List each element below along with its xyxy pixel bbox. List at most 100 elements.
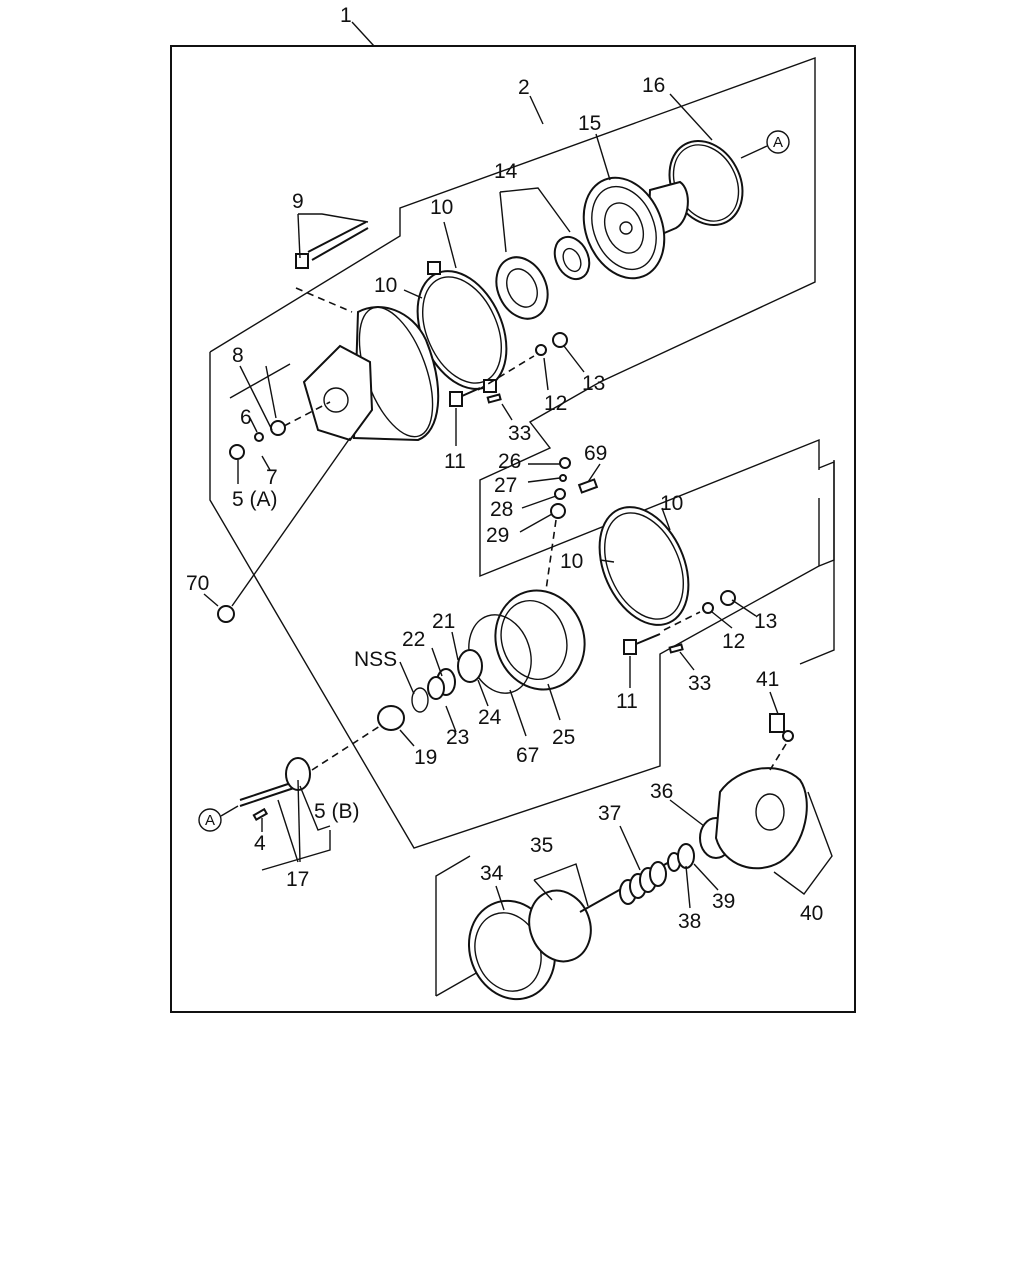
valve-28 xyxy=(554,488,566,500)
clamp-ring-10-lower xyxy=(598,506,690,626)
bushing-14 xyxy=(553,235,591,281)
flange-40 xyxy=(714,767,808,870)
callout-a-bottom-leader xyxy=(220,805,239,817)
cover-bracket-bottom xyxy=(435,971,479,997)
label-12-b: 12 xyxy=(722,630,745,653)
seal-39 xyxy=(677,843,695,869)
subassembly-right-step xyxy=(799,460,835,665)
label-38: 38 xyxy=(678,910,701,933)
adapter-6 xyxy=(270,420,286,436)
housing-15-hub xyxy=(619,221,633,235)
pin-4 xyxy=(252,807,269,821)
seal-14-inner xyxy=(506,268,538,308)
label-70: 70 xyxy=(186,572,209,595)
label-5b: 5 (B) xyxy=(314,800,360,823)
washer-12-lower xyxy=(702,602,714,614)
label-34: 34 xyxy=(480,862,504,885)
washer-27 xyxy=(559,474,567,482)
label-35: 35 xyxy=(530,834,553,857)
label-1: 1 xyxy=(340,4,352,27)
label-11-b: 11 xyxy=(616,690,638,713)
label-23: 23 xyxy=(446,726,469,749)
label-41: 41 xyxy=(756,668,779,691)
label-nss: NSS xyxy=(354,648,397,671)
label-10-d: 10 xyxy=(560,550,583,573)
mount-plate xyxy=(302,344,374,442)
sleeve-24 xyxy=(457,649,483,683)
subassembly-2-outline xyxy=(209,57,820,578)
dash-bolt-lower xyxy=(663,611,701,631)
cover-bracket xyxy=(435,855,471,996)
label-67: 67 xyxy=(516,744,539,767)
label-24: 24 xyxy=(478,706,502,729)
housing-15-rib-2 xyxy=(603,202,645,254)
label-8: 8 xyxy=(232,344,244,367)
label-5a: 5 (A) xyxy=(232,488,278,511)
mount-plate-hub xyxy=(323,387,349,413)
seal-22 xyxy=(427,676,445,700)
label-6: 6 xyxy=(240,406,252,429)
label-33-a: 33 xyxy=(508,422,531,445)
label-15: 15 xyxy=(578,112,601,135)
bolt-11-lower xyxy=(623,633,661,655)
dash-rod xyxy=(311,725,381,771)
housing-25-inner xyxy=(500,599,568,681)
label-13-a: 13 xyxy=(582,372,605,395)
label-17: 17 xyxy=(286,868,309,891)
clamp-ring-10-lower-inner xyxy=(604,512,684,620)
washer-12-upper xyxy=(535,344,547,356)
label-2: 2 xyxy=(518,76,530,99)
callout-a-bottom xyxy=(198,808,222,832)
bushing-14-bore xyxy=(562,247,582,273)
o-ring-7 xyxy=(254,432,264,442)
callout-a-top xyxy=(766,130,790,154)
subassembly-lower-right xyxy=(818,460,835,567)
label-29: 29 xyxy=(486,524,509,547)
pin-33-upper xyxy=(486,393,502,404)
callout-a-bottom-letter: A xyxy=(205,812,215,829)
callout-a-top-leader xyxy=(740,145,768,159)
dash-elbow-9 xyxy=(295,287,353,313)
label-22: 22 xyxy=(402,628,425,651)
elbow-fitting-9 xyxy=(295,221,369,269)
label-12-a: 12 xyxy=(544,392,567,415)
nut-26 xyxy=(559,457,571,469)
label-21: 21 xyxy=(432,610,455,633)
dash-adapter xyxy=(283,401,331,427)
flange-40-bore xyxy=(755,793,785,831)
nut-13-lower xyxy=(720,590,736,606)
label-9: 9 xyxy=(292,190,304,213)
housing-15-rib-1 xyxy=(591,185,657,271)
housing-25 xyxy=(494,589,586,691)
label-19: 19 xyxy=(414,746,437,769)
label-11-a: 11 xyxy=(444,450,466,473)
snap-ring-nss xyxy=(411,687,429,713)
label-37: 37 xyxy=(598,802,621,825)
label-33-b: 33 xyxy=(688,672,711,695)
body-29 xyxy=(550,503,566,519)
label-10-b: 10 xyxy=(374,274,397,297)
label-14: 14 xyxy=(494,160,518,183)
main-frame xyxy=(170,45,856,1013)
label-13-b: 13 xyxy=(754,610,777,633)
label-25: 25 xyxy=(552,726,575,749)
pin-33-lower xyxy=(668,643,684,654)
leader-2 xyxy=(529,95,544,125)
bushing-19 xyxy=(377,705,405,731)
bolt-11-upper xyxy=(449,387,481,407)
label-40: 40 xyxy=(800,902,823,925)
label-26: 26 xyxy=(498,450,521,473)
fitting-70-leader xyxy=(231,437,351,607)
label-39: 39 xyxy=(712,890,735,913)
leader-lines xyxy=(203,93,833,911)
callout-a-top-letter: A xyxy=(773,134,783,151)
fitting-41 xyxy=(769,713,794,742)
push-rod-2 xyxy=(239,787,295,807)
label-7: 7 xyxy=(266,466,278,489)
dash-bolt-upper xyxy=(477,355,535,391)
diaphragm-35 xyxy=(528,889,592,963)
dash-41 xyxy=(769,743,787,771)
label-4: 4 xyxy=(254,832,266,855)
label-28: 28 xyxy=(490,498,513,521)
